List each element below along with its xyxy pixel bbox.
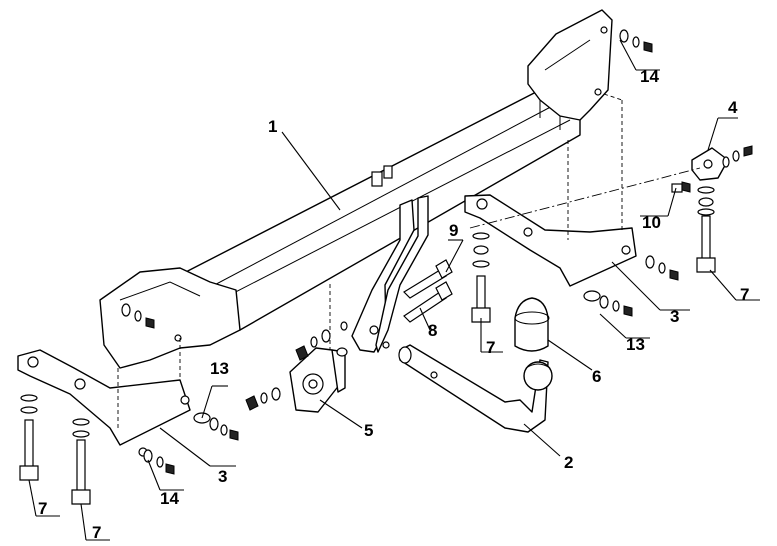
bolt-left-1 [19,394,39,481]
bolt-10 [671,181,691,193]
label-part-9: 9 [449,221,458,240]
bolt-left-2 [71,418,91,505]
hardware-socket [245,321,348,411]
label-part-14-top: 14 [640,67,659,86]
socket-arm [351,195,429,353]
leader-lines [28,39,760,541]
label-part-5: 5 [364,421,373,440]
label-part-7-center: 7 [486,338,495,357]
label-part-3-right: 3 [670,307,679,326]
tow-ball-bar [398,344,553,433]
ball-cap [514,297,550,352]
label-part-4: 4 [728,98,738,117]
label-part-7-left-2: 7 [92,523,101,542]
hardware-right-bracket [583,255,679,317]
part-labels: 1 4 14 10 9 8 7 3 13 7 6 2 5 13 3 14 7 7 [38,67,749,542]
socket-plate [289,347,346,413]
bolt-center [471,232,491,323]
side-bracket-left [17,349,191,457]
hardware-plate [722,145,753,168]
mounting-plate [691,147,729,181]
label-part-13-right: 13 [626,335,645,354]
hardware-left-bracket [121,303,239,475]
bolt-right [696,186,716,273]
label-part-14-bottom: 14 [160,489,179,508]
label-part-7-right: 7 [740,285,749,304]
label-part-3-left: 3 [218,467,227,486]
cross-beam [99,9,613,369]
label-part-2: 2 [564,453,573,472]
label-part-7-left-1: 7 [38,499,47,518]
label-part-10: 10 [642,213,661,232]
side-bracket-right [464,194,637,287]
assembly-lines [117,93,701,430]
label-part-6: 6 [592,367,601,386]
label-part-8: 8 [428,321,437,340]
label-part-1: 1 [268,117,277,136]
arm-bolts [403,259,453,323]
label-part-13-left: 13 [210,359,229,378]
hardware-top-right [619,29,653,53]
